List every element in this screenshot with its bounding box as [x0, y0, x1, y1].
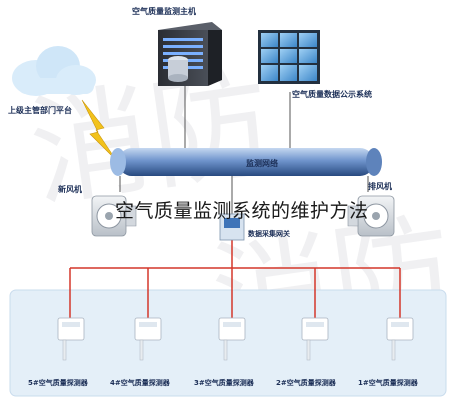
- bus-links: [119, 84, 369, 215]
- fan-right-label: 排风机: [368, 181, 392, 191]
- sensor-panel: [9, 289, 447, 397]
- watermark: 消防 消防: [22, 54, 450, 371]
- sensor-5: 1#空气质量探测器: [358, 317, 419, 387]
- overlay-title: 空气质量监测系统的维护方法: [115, 200, 369, 222]
- sensor-label: 3#空气质量探测器: [194, 378, 255, 387]
- network-bus-label: 监测网络: [246, 158, 278, 168]
- supervisor-platform-label: 上级主管部门平台: [8, 105, 72, 115]
- server-icon: [158, 22, 222, 86]
- sensor-4: 2#空气质量探测器: [276, 317, 337, 387]
- gateway-icon: [219, 213, 245, 241]
- fan-left-icon: [91, 195, 137, 237]
- sensor-2: 4#空气质量探测器: [110, 317, 171, 387]
- sensor-label: 1#空气质量探测器: [358, 378, 419, 387]
- network-bus: 监测网络: [110, 148, 382, 176]
- monitoring-host-label: 空气质量监测主机: [132, 6, 196, 16]
- fan-left-label: 新风机: [58, 184, 82, 194]
- display-system-label: 空气质量数据公示系统: [292, 89, 372, 99]
- fan-right-icon: [347, 195, 395, 237]
- sensor-label: 5#空气质量探测器: [28, 378, 89, 387]
- sensor-wiring: [69, 238, 401, 318]
- display-wall-icon: [258, 30, 320, 84]
- cloud-icon: [12, 46, 96, 96]
- sensor-3: 3#空气质量探测器: [194, 317, 255, 387]
- sensor-1: 5#空气质量探测器: [28, 317, 89, 387]
- sensor-label: 2#空气质量探测器: [276, 378, 337, 387]
- sensor-label: 4#空气质量探测器: [110, 378, 171, 387]
- gateway-label: 数据采集网关: [248, 229, 290, 238]
